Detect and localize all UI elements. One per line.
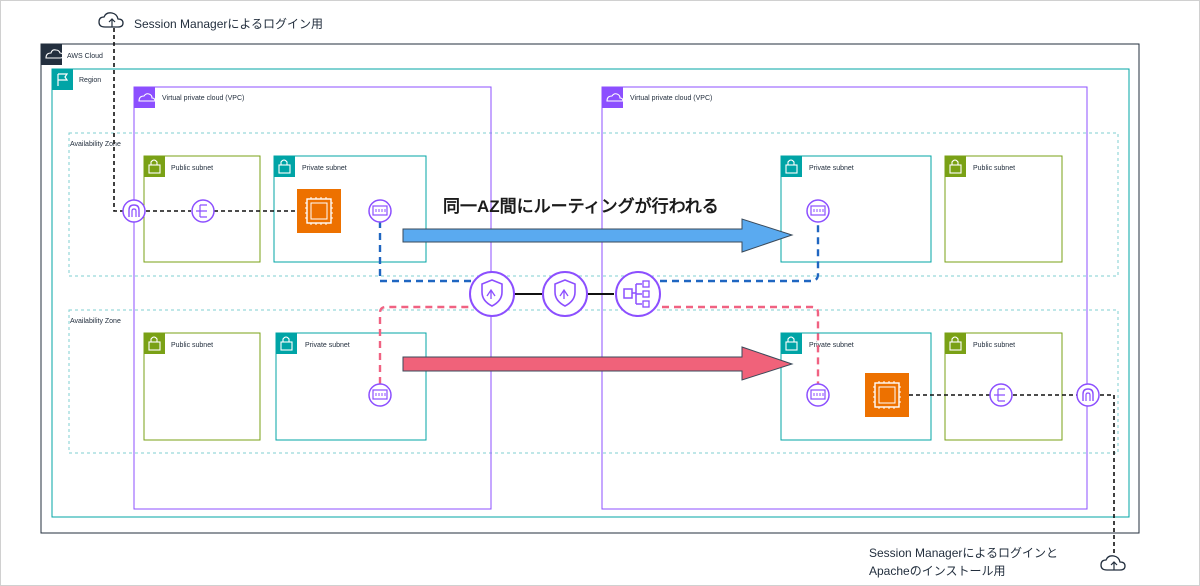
- az-top-label: Availability Zone: [70, 141, 121, 148]
- cloud-upload-icon: [1100, 555, 1126, 571]
- vpc-right-icon: [602, 87, 623, 108]
- cloud-upload-icon: [98, 12, 124, 28]
- public-subnet-label: Public subnet: [973, 342, 1015, 349]
- session-connector-top: [113, 28, 132, 212]
- public-subnet-right-top: Public subnet: [944, 155, 1063, 263]
- ec2-instance-icon: [297, 189, 341, 233]
- private-subnet-label: Private subnet: [305, 342, 350, 349]
- session-label-bottom-1: Session Managerによるログインと: [869, 546, 1058, 560]
- internet-gateway-icon: [1076, 383, 1100, 407]
- vpc-left-icon: [134, 87, 155, 108]
- routing-caption: 同一AZ間にルーティングが行われる: [443, 196, 719, 216]
- vpc-left-label: Virtual private cloud (VPC): [162, 95, 244, 102]
- az-bottom: Availability Zone: [68, 309, 1119, 454]
- route-blue-right: [660, 221, 820, 283]
- lock-icon: [274, 156, 295, 177]
- router-icon: [989, 383, 1013, 407]
- firewall-endpoint-icon: [469, 271, 515, 317]
- public-subnet-label: Public subnet: [973, 165, 1015, 172]
- router-icon: [191, 199, 215, 223]
- public-subnet-left-bottom: Public subnet: [143, 332, 261, 441]
- vpc-right-label: Virtual private cloud (VPC): [630, 95, 712, 102]
- private-subnet-right-bottom: Private subnet: [780, 332, 932, 441]
- private-subnet-label: Private subnet: [809, 342, 854, 349]
- vpc-left: Virtual private cloud (VPC): [133, 86, 492, 510]
- lock-icon: [945, 333, 966, 354]
- public-subnet-right-bottom: Public subnet: [944, 332, 1063, 441]
- lock-icon: [781, 156, 802, 177]
- ec2-instance-icon: [865, 373, 909, 417]
- private-subnet-label: Private subnet: [809, 165, 854, 172]
- route-blue-left: [378, 221, 480, 283]
- aws-cloud-icon: [41, 44, 62, 65]
- network-interface-icon: [368, 383, 392, 407]
- routing-arrow-blue: [402, 218, 794, 253]
- private-subnet-left-top: Private subnet: [273, 155, 427, 263]
- routing-arrow-red: [402, 346, 794, 381]
- lock-icon: [945, 156, 966, 177]
- private-subnet-right-top: Private subnet: [780, 155, 932, 263]
- public-subnet-label: Public subnet: [171, 342, 213, 349]
- region-label: Region: [79, 77, 101, 84]
- route-red-right: [662, 305, 820, 384]
- lock-icon: [276, 333, 297, 354]
- session-label-top: Session Managerによるログイン用: [134, 17, 323, 31]
- aws-cloud-label: AWS Cloud: [67, 53, 103, 60]
- az-bottom-label: Availability Zone: [70, 318, 121, 325]
- firewall-endpoint-icon: [542, 271, 588, 317]
- network-interface-icon: [368, 199, 392, 223]
- private-subnet-label: Private subnet: [302, 165, 347, 172]
- session-label-bottom-2: Apacheのインストール用: [869, 564, 1005, 578]
- private-subnet-left-bottom: Private subnet: [275, 332, 427, 441]
- lock-icon: [144, 156, 165, 177]
- route-red-left: [378, 305, 476, 384]
- vpc-right: Virtual private cloud (VPC): [601, 86, 1088, 510]
- network-interface-icon: [806, 383, 830, 407]
- network-interface-icon: [806, 199, 830, 223]
- public-subnet-label: Public subnet: [171, 165, 213, 172]
- aws-cloud-group: AWS Cloud: [40, 43, 1140, 534]
- lock-icon: [781, 333, 802, 354]
- region-group: Region: [51, 68, 1130, 518]
- gateway-load-balancer-icon: [615, 271, 661, 317]
- session-connector-bottom: [909, 394, 1115, 553]
- lock-icon: [144, 333, 165, 354]
- internet-gateway-icon: [122, 199, 146, 223]
- az-top: Availability Zone: [68, 132, 1119, 277]
